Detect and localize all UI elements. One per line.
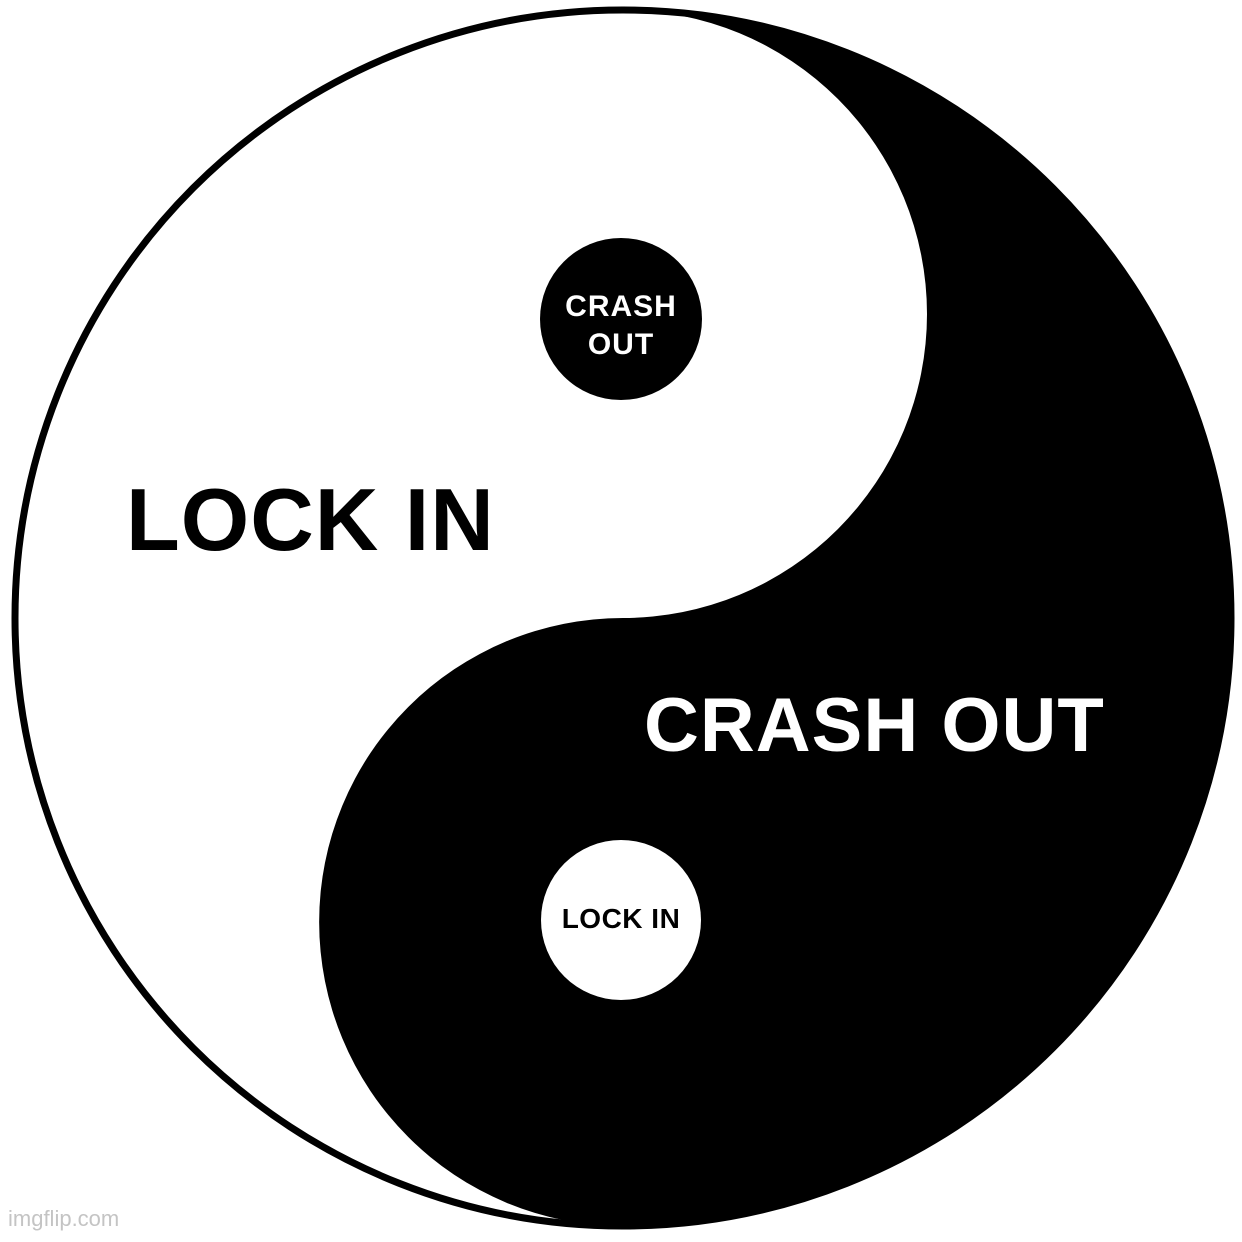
lock-in-label: LOCK IN [126, 470, 495, 569]
crash-out-label: CRASH OUT [644, 683, 1105, 768]
black-dot-label: CRASH OUT [541, 288, 701, 364]
black-dot-label-line1: CRASH [565, 290, 677, 323]
white-dot [541, 840, 701, 1000]
watermark: imgflip.com [8, 1206, 120, 1231]
black-dot [540, 238, 702, 400]
black-dot-label-line2: OUT [587, 328, 655, 361]
white-dot-label: LOCK IN [561, 903, 681, 934]
